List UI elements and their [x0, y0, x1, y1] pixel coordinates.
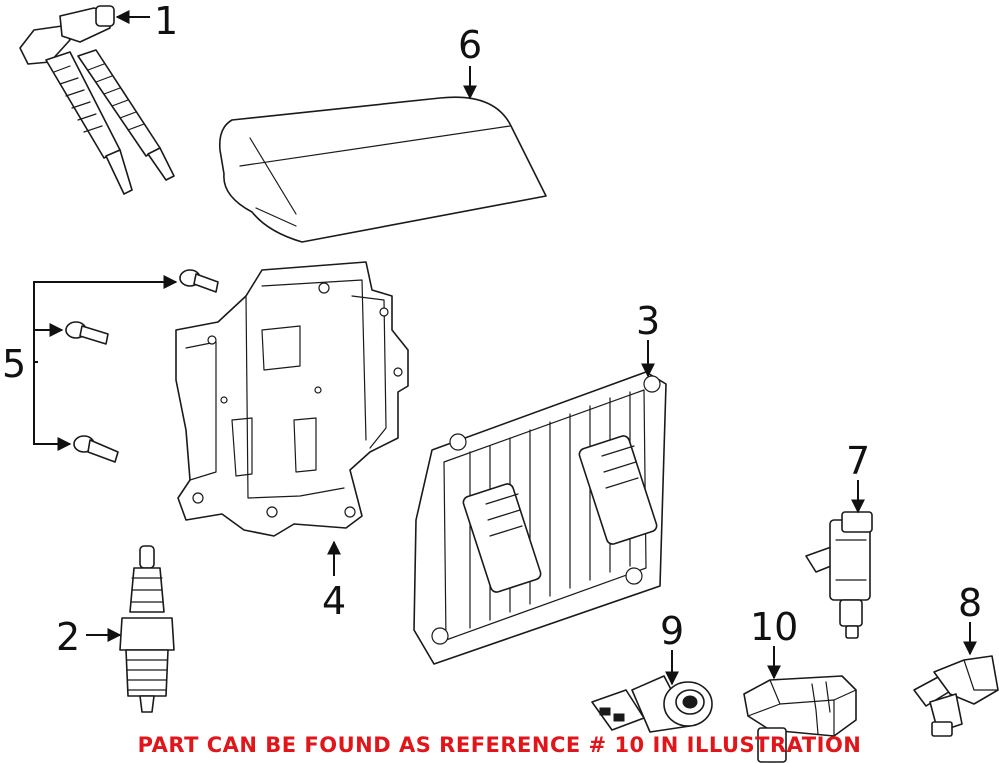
position-sensor	[805, 511, 873, 639]
engine-cover	[218, 96, 547, 243]
callout-6: 6	[458, 23, 483, 67]
callout-4: 4	[322, 579, 347, 623]
map-sensor	[743, 675, 857, 763]
callout-7: 7	[846, 439, 871, 483]
engine-control-module	[413, 371, 667, 665]
reference-caption: PART CAN BE FOUND AS REFERENCE # 10 IN I…	[137, 733, 862, 757]
ignition-coil	[19, 5, 175, 195]
callout-8: 8	[958, 581, 983, 625]
knock-sensor	[591, 675, 713, 733]
crank-sensor	[913, 655, 999, 737]
callout-3: 3	[636, 299, 661, 343]
callout-5: 5	[2, 342, 27, 386]
bolts	[65, 269, 219, 463]
callout-9: 9	[660, 609, 685, 653]
leader-lines	[33, 10, 977, 686]
callout-10: 10	[750, 605, 799, 649]
callout-2: 2	[56, 615, 81, 659]
mounting-bracket	[175, 261, 409, 537]
callout-1: 1	[154, 0, 179, 43]
spark-plug	[119, 545, 175, 713]
